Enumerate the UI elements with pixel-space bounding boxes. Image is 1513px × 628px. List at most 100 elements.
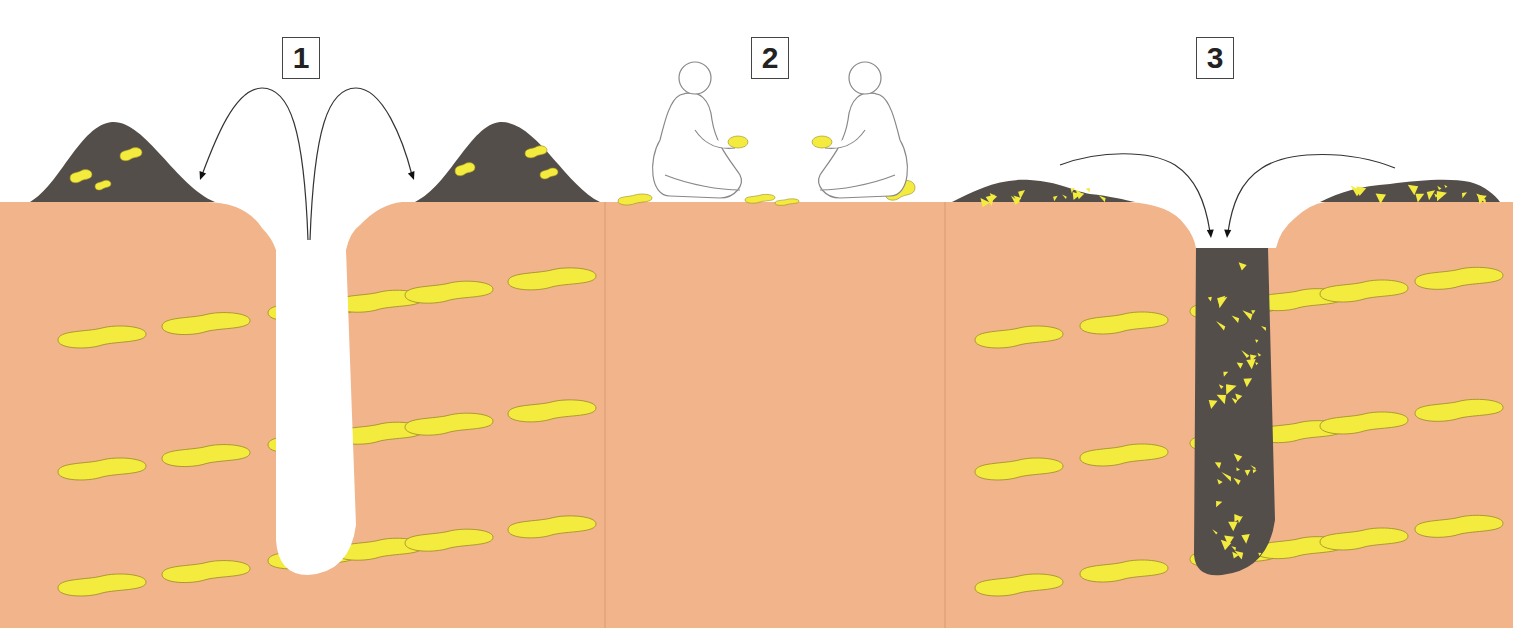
flint-debris [1237,362,1243,368]
flint-nodule [508,516,596,538]
spoil-arrow [310,88,412,240]
flint-debris [1216,501,1222,507]
flint-in-heap [120,148,142,161]
backfilled-shaft [1194,248,1275,575]
flint-debris [1235,551,1244,560]
ground [0,202,1513,628]
spoil-heap [30,122,215,202]
panel-divider [605,202,606,628]
spoil-arrow [202,88,308,240]
flint-debris [1235,394,1242,401]
flint-debris [1218,297,1227,309]
flint-debris [1018,190,1025,199]
flint-nodule [162,561,250,583]
flint-debris [1241,534,1249,544]
flint-nodule [58,574,146,596]
flint-debris [1437,186,1441,190]
panel-number: 3 [1207,43,1224,73]
flint-debris [1427,190,1435,200]
flint-debris [1437,191,1447,201]
flint-nodule [508,400,596,422]
shaft-mouth [1197,240,1269,248]
panel-number: 1 [293,43,310,73]
flint-debris [1223,372,1228,377]
flint-debris [1245,470,1251,476]
flint-debris [990,193,997,200]
flint-in-heap [525,146,547,158]
flint-debris [1221,472,1231,482]
flint-debris [1076,191,1084,199]
flint-debris [1208,297,1212,302]
panel-number-box: 2 [751,37,789,79]
flint-debris [1216,321,1225,330]
flint-debris [1221,540,1231,550]
flint-debris [1234,453,1242,461]
flint-nodule [162,313,250,335]
flint-stone [745,194,775,203]
flint-debris [1226,384,1237,395]
panel-number-box: 1 [282,37,320,79]
flint-debris [1253,469,1257,473]
flint-in-heap [95,180,111,190]
flint-nodule [508,268,596,290]
flint-nodule [1320,528,1408,550]
flint-nodule [1080,444,1168,466]
flint-debris [1415,194,1424,203]
spoil-heap [1320,180,1500,202]
flint-nodule [1415,267,1503,289]
flint-debris [1408,185,1418,195]
flint-debris [1215,462,1222,469]
flint-debris [1232,315,1240,323]
flint-debris [1351,185,1362,196]
flint-debris [1232,398,1238,404]
flint-debris [1462,192,1467,198]
flint-debris [980,198,989,207]
flint-debris [1250,465,1255,470]
knapper-figure [812,62,907,198]
flint-nodule [58,458,146,480]
flint-nodule [405,529,493,551]
flint-nodule [58,326,146,348]
flint-debris [1250,355,1257,362]
flint-in-heap [455,163,475,176]
flint-nodule [975,326,1063,348]
flint-stone [618,194,652,205]
flint-debris [1212,529,1217,534]
flint-debris [1258,553,1261,556]
flint-in-heap [540,168,558,179]
open-shaft [205,202,402,575]
arrowhead [408,171,415,180]
flint-debris [1236,467,1240,471]
panel-divider [945,202,946,628]
arrowhead [1224,229,1231,238]
flint-debris [1444,185,1447,188]
spoil-heap [952,180,1135,202]
knapper-figure [653,62,748,198]
flint-debris [1219,384,1224,389]
flint-debris [1011,196,1020,205]
flint-nodule [1320,412,1408,434]
flint-nodule [405,413,493,435]
panel-number: 2 [762,43,779,73]
flint-nodule [1415,515,1503,537]
flint-debris [1257,353,1261,357]
arrowhead [1207,229,1214,238]
arrowhead [200,171,207,180]
flint-in-heap [70,170,92,183]
flint-debris [1099,195,1106,202]
flint-nodule [1320,280,1408,302]
flint-debris [1241,350,1249,358]
flint-debris [1217,479,1222,484]
flint-debris [1053,196,1057,202]
flint-debris [1237,516,1242,523]
spoil-heap [415,122,600,202]
panel-number-box: 3 [1196,37,1234,79]
flint-nodule [1080,560,1168,582]
flint-debris [1233,478,1240,485]
flint-nodule [975,574,1063,596]
flint-debris [1376,193,1386,203]
flint-debris [1255,340,1258,343]
shaft-mouth [1128,202,1325,248]
